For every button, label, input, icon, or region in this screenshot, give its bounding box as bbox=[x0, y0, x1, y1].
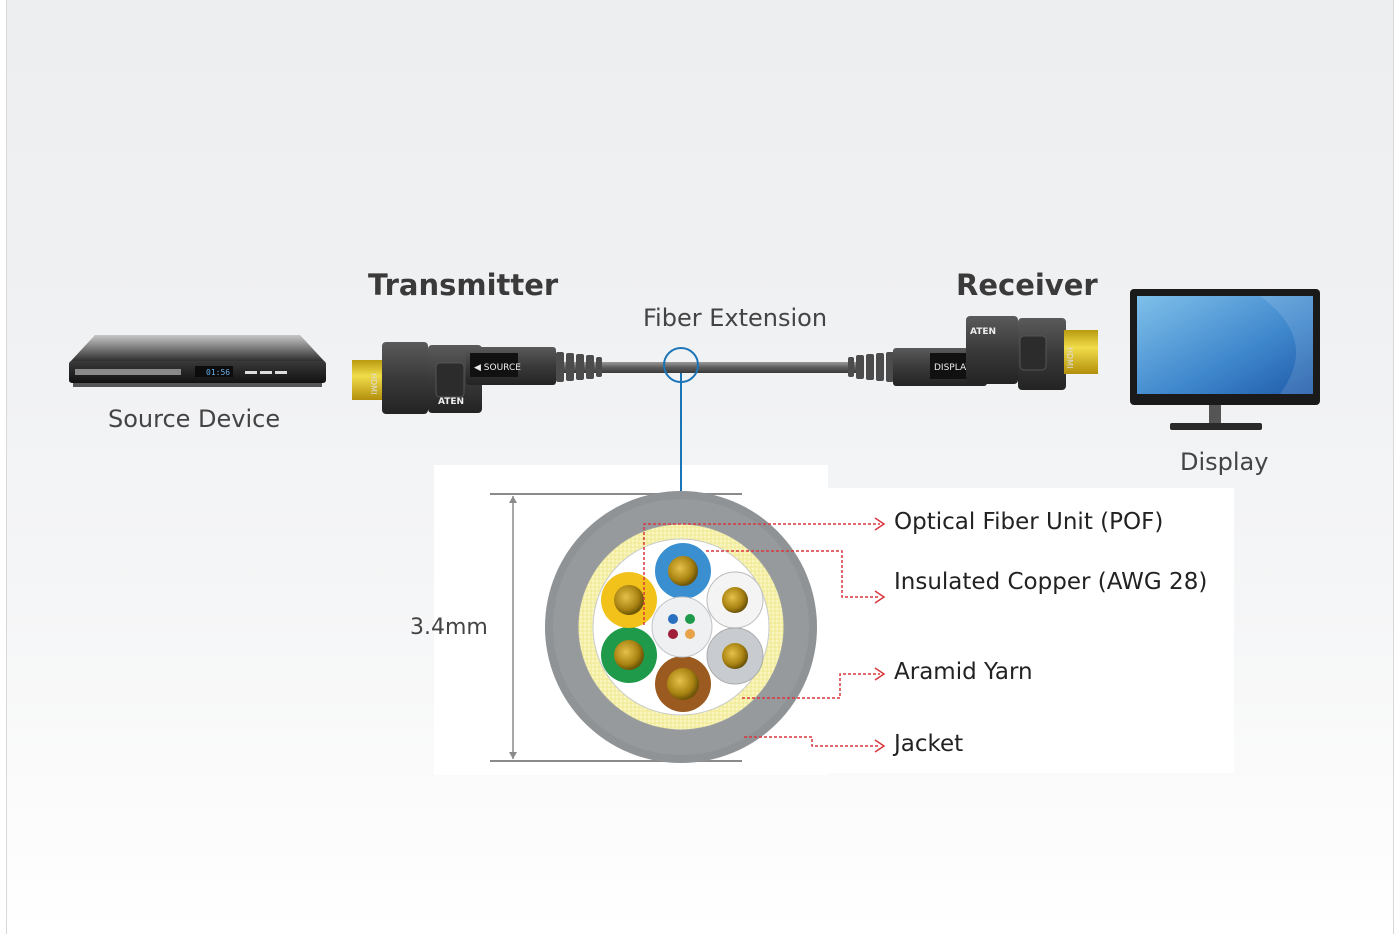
callout-panel bbox=[828, 488, 1234, 773]
display-label: Display bbox=[1180, 448, 1269, 476]
copper-wire-white bbox=[706, 571, 764, 629]
fiber-cable bbox=[560, 362, 860, 373]
callout-line-jacket bbox=[744, 736, 880, 747]
svg-text:ATEN: ATEN bbox=[970, 327, 996, 337]
svg-text:ATEN: ATEN bbox=[438, 397, 464, 407]
optical-fiber-unit bbox=[651, 596, 713, 658]
callout-line-pof bbox=[643, 523, 880, 625]
copper-wire-yellow bbox=[601, 572, 657, 628]
transmitter-title: Transmitter bbox=[368, 268, 559, 302]
copper-wire-grey bbox=[706, 627, 764, 685]
fiber-highlight-marker bbox=[663, 347, 699, 495]
callout-jacket: Jacket bbox=[894, 731, 964, 757]
diameter-label: 3.4mm bbox=[410, 615, 488, 640]
transmitter-connector-icon: ◀ SOURCE HDMI ATEN bbox=[352, 342, 602, 414]
receiver-title: Receiver bbox=[956, 268, 1098, 302]
source-device-icon: 01:56 bbox=[69, 335, 326, 387]
callout-optical-fiber-unit: Optical Fiber Unit (POF) bbox=[894, 509, 1164, 535]
copper-wire-brown bbox=[655, 656, 711, 712]
callout-insulated-copper: Insulated Copper (AWG 28) bbox=[894, 569, 1208, 595]
callout-aramid-yarn: Aramid Yarn bbox=[894, 659, 1033, 685]
copper-wire-green bbox=[601, 627, 657, 683]
cable-cross-section bbox=[545, 491, 817, 763]
svg-text:01:56: 01:56 bbox=[206, 368, 230, 377]
svg-text:DISPLAY ▶: DISPLAY ▶ bbox=[934, 363, 981, 373]
callout-line-copper bbox=[706, 550, 880, 598]
receiver-connector-icon: DISPLAY ▶ ATEN HDMI bbox=[848, 316, 1098, 390]
svg-text:◀ SOURCE: ◀ SOURCE bbox=[474, 363, 521, 373]
source-device-label: Source Device bbox=[108, 405, 281, 433]
display-icon bbox=[1130, 289, 1320, 430]
svg-text:HDMI: HDMI bbox=[369, 373, 378, 394]
callout-arrowheads bbox=[874, 517, 886, 753]
svg-text:HDMI: HDMI bbox=[1065, 347, 1074, 368]
callout-line-aramid bbox=[742, 673, 880, 699]
copper-wire-blue bbox=[655, 543, 711, 599]
fiber-extension-label: Fiber Extension bbox=[643, 304, 828, 332]
